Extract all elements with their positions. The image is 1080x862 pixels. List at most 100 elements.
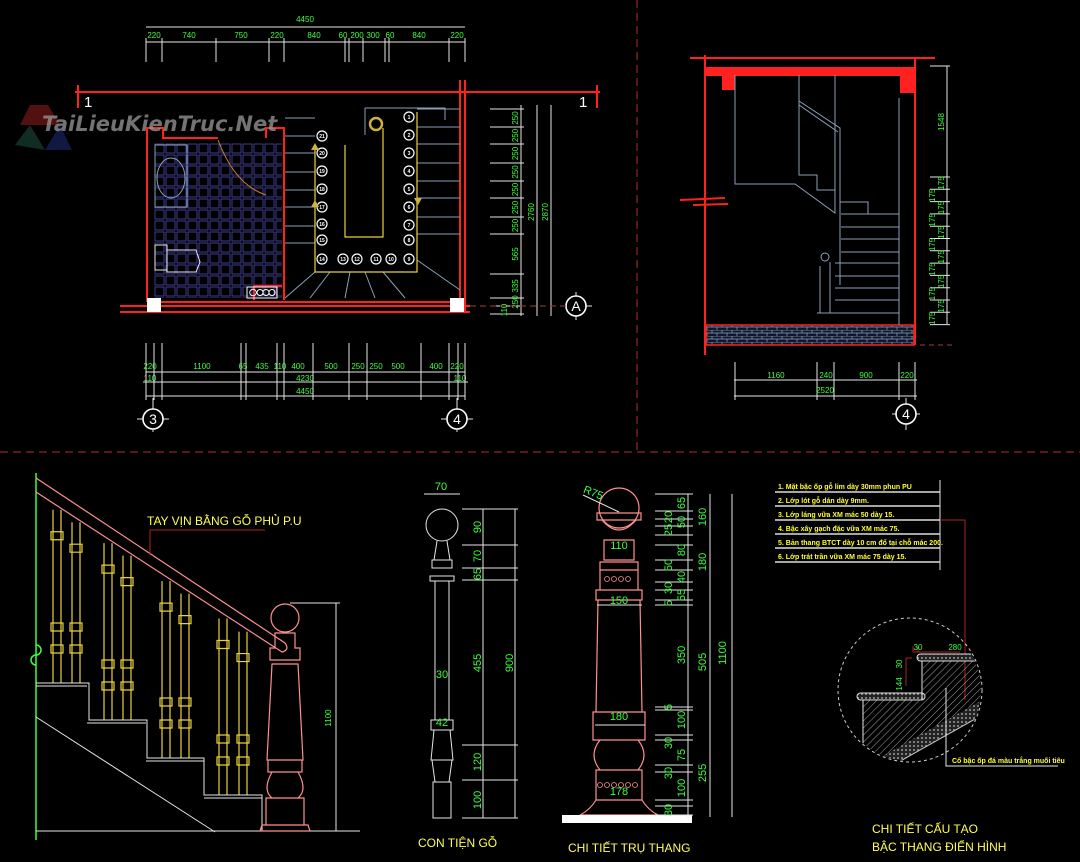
railing-height-dimension-line — [290, 602, 340, 831]
plan-top-dimension: 200 — [350, 31, 364, 40]
plan-top-dimension: 740 — [182, 31, 196, 40]
baluster — [69, 522, 83, 683]
floor-drain-icon — [246, 286, 278, 299]
newel-base-plate — [562, 815, 692, 823]
newel-group-dimension: 255 — [697, 764, 709, 782]
baluster-width-30: 30 — [436, 669, 448, 681]
balusters — [50, 509, 250, 795]
construction-note: 4. Bậc xây gạch đặc vữa XM mác 75. — [778, 526, 899, 533]
winder-tread-line — [344, 271, 351, 299]
up-arrow-icon — [311, 143, 319, 150]
section-riser-dimension: 175 — [937, 250, 946, 264]
plan-right-total-2870: 2870 — [541, 203, 550, 221]
grid-bubble-4-section: 4 — [892, 398, 920, 430]
plan-top-dimension: 220 — [147, 31, 161, 40]
plan-bottom-dimension: 110 — [274, 362, 287, 371]
section-riser-dimension: 175 — [928, 188, 937, 202]
baluster-top-width: 70 — [435, 481, 447, 493]
plan-right-dimension: 250 — [511, 295, 520, 309]
step-number: 8 — [408, 238, 411, 244]
grid-bubble-4: 4 — [441, 398, 473, 432]
floor-slab — [705, 67, 915, 76]
newel-fine-dimension: 55 — [676, 589, 688, 601]
baluster — [159, 581, 173, 758]
step-callout: Cổ bậc ốp đá màu trắng muối tiêu — [952, 756, 1065, 765]
stair-steps — [36, 682, 263, 831]
winder-tread-line — [309, 271, 331, 299]
step-number: 11 — [373, 257, 379, 263]
callout-leader — [945, 688, 1058, 767]
newel-fine-dimension: 20 — [663, 511, 675, 523]
railing-height: 1100 — [324, 709, 333, 727]
step-number: 7 — [408, 223, 411, 229]
step-number-circle — [337, 253, 349, 265]
step-dim-280: 280 — [948, 643, 962, 652]
section-riser-dimension: 175 — [928, 213, 937, 227]
winder-tread-line — [284, 271, 316, 299]
newel-fine-dimension: 100 — [676, 779, 688, 797]
newel-fine-dimension: 50 — [663, 559, 675, 571]
plan-bottom-dimension: 435 — [255, 362, 269, 371]
construction-note: 2. Lớp lót gỗ dán dày 9mm. — [778, 496, 869, 505]
plan-bottom-total: 4450 — [296, 387, 314, 396]
handrail-label: TAY VỊN BẰNG GỖ PHỦ P.U — [147, 513, 301, 528]
ground-floor-hatch — [705, 324, 915, 346]
section-bottom-total: 2520 — [816, 386, 834, 395]
stair-soffit — [35, 716, 216, 833]
grid-label-a: A — [571, 298, 581, 314]
upper-flight-outline — [734, 75, 836, 214]
plan-bottom-dimension: 1100 — [193, 362, 211, 371]
plan-bottom-mid-right: 110 — [454, 374, 467, 383]
step-number: 15 — [319, 238, 325, 244]
section-bottom-dimension: 1160 — [767, 371, 785, 380]
plan-bottom-dimension: 400 — [429, 362, 443, 371]
step-number: 18 — [319, 187, 325, 193]
plan-right-dimension: 250 — [511, 165, 520, 179]
baluster — [216, 618, 230, 795]
plan-bottom-dimension: 250 — [351, 362, 365, 371]
step-layers — [839, 623, 981, 761]
step-number-circle — [316, 234, 328, 246]
newel-fine-dimension: 75 — [676, 749, 688, 761]
newel-fine-dimension: 5 — [663, 600, 675, 606]
section-bottom-dimension: 240 — [819, 371, 833, 380]
newel-fine-dimension: 350 — [676, 646, 688, 664]
winder-tread-line — [416, 259, 461, 291]
newel-fine-dimension: 30 — [663, 804, 675, 816]
step-dim-30: 30 — [914, 643, 923, 652]
detail-circle — [837, 617, 983, 763]
plan-top-dimension: 60 — [339, 31, 348, 40]
step-number: 21 — [319, 134, 325, 140]
baluster — [50, 509, 64, 683]
step-detail-title-line1: CHI TIẾT CẤU TẠO — [872, 821, 978, 836]
plan-right-total-2760: 2760 — [527, 203, 536, 221]
newel-group-dimension: 505 — [697, 653, 709, 671]
baluster-dimension: 70 — [472, 550, 484, 562]
grid-label-4: 4 — [453, 411, 461, 427]
step-number: 1 — [408, 115, 411, 121]
plan-bottom-dimension: 500 — [391, 362, 405, 371]
plan-right-dimension: 110 — [500, 303, 509, 316]
newel-fine-dimension: 100 — [676, 711, 688, 729]
newel-total: 1100 — [717, 641, 729, 665]
baluster — [101, 543, 115, 720]
toilet-icon — [154, 244, 201, 273]
grid-bubble-3: 3 — [137, 398, 169, 432]
newel-width-110: 110 — [610, 540, 628, 552]
plan-top-dimension: 60 — [386, 31, 395, 40]
newel-width-178: 178 — [610, 786, 628, 798]
step-number: 9 — [408, 257, 411, 263]
plan-bottom-dimension: 400 — [291, 362, 305, 371]
newel-fine-dimension: 50 — [676, 516, 688, 528]
section-bottom-dimension: 220 — [900, 371, 914, 380]
baluster-dimension: 65 — [472, 568, 484, 580]
newel-fine-dimension: 25 — [663, 524, 675, 536]
step-number: 4 — [408, 169, 411, 175]
baluster-title: CON TIỆN GỖ — [418, 835, 497, 850]
beam-left — [722, 75, 735, 90]
